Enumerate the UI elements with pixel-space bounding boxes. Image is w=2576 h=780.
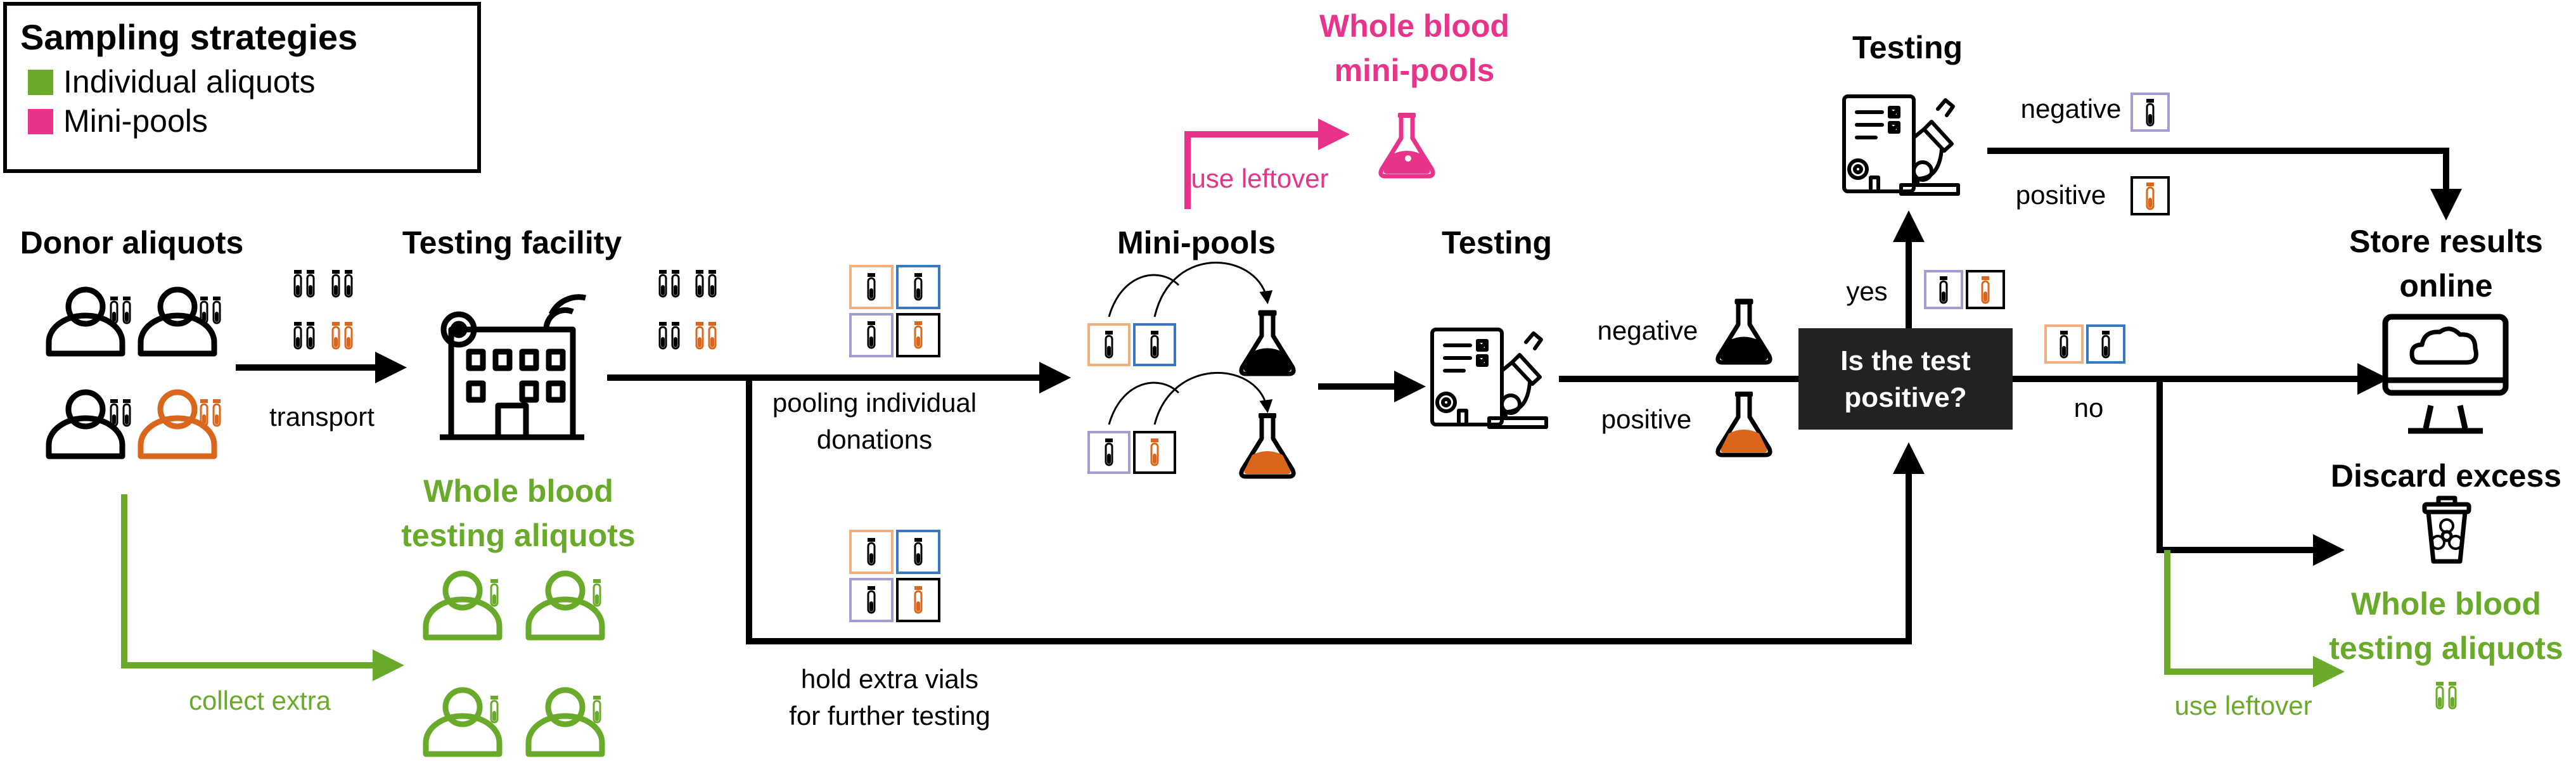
tube-pair-no [2044,324,2125,364]
minipool-2 [1087,371,1296,479]
heading-wb-minipools-2: mini-pools [1335,53,1495,88]
label-use-leftover-right: use leftover [2174,691,2312,720]
heading-wb-testing-left-2: testing aliquots [401,518,635,553]
arrow-hold-to-decision [746,378,1925,644]
tube-grid-pooling [849,265,940,357]
heading-testing-facility: Testing facility [402,225,622,260]
heading-wb-testing-right-1: Whole blood [2351,586,2541,622]
label-yes: yes [1846,276,1887,306]
person-group-icon [49,290,222,456]
arrow-use-leftover-green [2164,550,2345,687]
legend-item-individual: Individual aliquots [63,64,316,99]
person-group-icon [426,573,602,754]
arrow-top-to-store [1987,148,2462,221]
flask-icon [1718,299,1770,362]
heading-discard-excess: Discard excess [2331,458,2561,494]
legend-swatch-minipool [28,109,53,134]
decision-line-2: positive? [1844,382,1966,413]
heading-wb-testing-right-2: testing aliquots [2329,630,2563,666]
label-pooling-2: donations [817,425,932,454]
flask-icon [1239,413,1296,479]
heading-testing-top: Testing [1852,30,1963,65]
label-positive-top: positive [2016,180,2106,210]
heading-donor-aliquots: Donor aliquots [20,225,244,260]
arrow-use-leftover-pink [1184,118,1350,209]
label-negative-middle: negative [1598,316,1698,345]
arrow-collect-extra [121,494,404,681]
legend-swatch-individual [28,70,53,95]
heading-wb-minipools-1: Whole blood [1319,8,1509,44]
heading-wb-testing-left-1: Whole blood [423,473,613,509]
testing-facility-icon [440,294,587,440]
heading-store-results-1: Store results [2349,224,2543,259]
test-tube-icon [2435,681,2457,710]
label-positive-middle: positive [1601,404,1691,434]
microscope-report-icon [1844,96,1958,194]
label-negative-top: negative [2021,94,2122,124]
flask-icon [1378,113,1435,179]
biohazard-bin-icon [2422,495,2471,564]
minipool-1 [1087,262,1293,374]
heading-mini-pools: Mini-pools [1117,225,1276,260]
label-no: no [2074,393,2104,423]
label-pooling-1: pooling individual [772,388,977,418]
tube-negative-top [2131,93,2170,132]
microscope-report-icon [1432,329,1546,427]
heading-testing-middle: Testing [1442,225,1552,260]
arrow-to-discard [2156,379,2345,566]
flask-icon [1715,392,1772,457]
legend: Sampling strategies Individual aliquots … [3,2,481,173]
test-tube-icon [658,269,717,350]
tube-grid-hold [849,530,940,622]
tube-pair-yes [1924,270,2005,309]
flask-icon [1241,310,1293,374]
legend-item-minipool: Mini-pools [63,103,208,139]
test-tube-icon [293,269,354,350]
label-hold-2: for further testing [789,701,990,731]
legend-title: Sampling strategies [20,17,357,57]
label-use-leftover-top: use leftover [1191,163,1328,193]
decision-line-1: Is the test [1840,345,1971,376]
cloud-monitor-icon [2382,314,2509,434]
heading-store-results-2: online [2399,268,2492,304]
legend-box [3,2,481,173]
label-collect-extra: collect extra [189,686,331,715]
decision-box: Is the test positive? [1798,328,2013,430]
label-transport: transport [269,402,375,432]
label-hold-1: hold extra vials [801,664,978,694]
tube-positive-top [2131,176,2170,215]
